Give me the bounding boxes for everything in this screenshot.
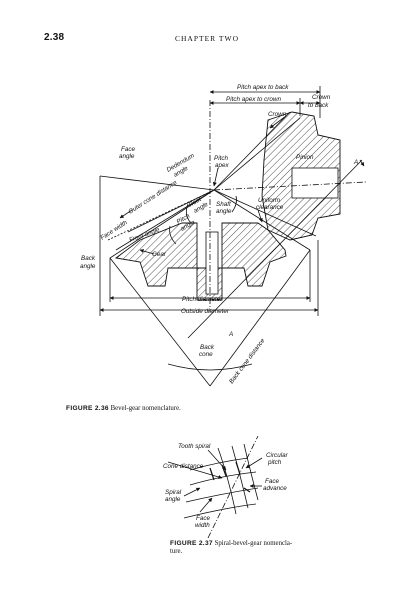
label-face-width-1: Face — [196, 515, 210, 522]
gear-section — [114, 222, 287, 301]
label-crown-to-back-1: Crown — [312, 94, 331, 101]
figure-237-text-2: ture. — [170, 548, 183, 555]
label-tooth-spiral: Tooth spiral — [178, 443, 211, 450]
label-pitch-apex-to-crown: Pitch apex to crown — [226, 96, 281, 103]
running-head: CHAPTER TWO — [175, 34, 239, 43]
label-crown-to-back-2: to back — [308, 102, 329, 109]
label-pitch-apex-to-back: Pitch apex to back — [237, 84, 289, 91]
figure-236-text: Bevel-gear nomenclature. — [110, 405, 181, 412]
label-back-cone-distance: Back cone distance — [228, 337, 267, 385]
label-spiral-angle-1: Spiral — [165, 489, 182, 496]
label-uniform-clearance-1: Uniform — [258, 197, 280, 204]
label-spiral-angle-2: angle — [165, 496, 181, 503]
figure-2-labels: Tooth spiral Circular pitch Cone distanc… — [163, 443, 289, 529]
label-cone-distance: Cone distance — [163, 463, 204, 470]
label-pitch-diameter: Pitch diameter — [182, 296, 223, 303]
figure-236-number: FIGURE 2.36 — [66, 405, 109, 412]
figure-236-caption: FIGURE 2.36 Bevel-gear nomenclature. — [66, 405, 181, 413]
page-number: 2.38 — [44, 32, 65, 43]
label-circular-pitch-1: Circular — [266, 452, 289, 459]
label-outside-diameter: Outside diameter — [181, 308, 230, 315]
label-pinion: Pinion — [296, 154, 314, 161]
label-face-angle-1: Face — [121, 146, 135, 153]
label-crown: Crown — [268, 111, 287, 118]
label-section-a-1: A — [353, 159, 358, 166]
label-outer-cone-distance: Outer cone distance — [127, 179, 178, 216]
label-pitch-apex-2: apex — [215, 162, 230, 169]
label-back-angle-2: angle — [80, 263, 96, 270]
spiral-bevel-diagram — [167, 435, 263, 539]
label-uniform-clearance-2: clearance — [256, 204, 284, 211]
label-face-width: Face width — [99, 219, 129, 242]
label-gear: Gear — [152, 251, 167, 258]
label-pitch-apex-1: Pitch — [214, 155, 228, 162]
label-back-angle-1: Back — [81, 255, 96, 262]
label-back-cone-1: Back — [200, 344, 215, 351]
figure-237-caption: FIGURE 2.37 Spiral-bevel-gear nomencla- … — [170, 540, 310, 556]
label-section-a-2: A — [228, 331, 233, 338]
bevel-gear-diagram — [99, 86, 367, 387]
label-face-width-2: width — [195, 522, 210, 529]
label-face-angle-2: angle — [119, 153, 135, 160]
label-back-cone-2: cone — [199, 351, 213, 358]
label-shaft-angle-2: angle — [216, 208, 232, 215]
label-face-advance-1: Face — [265, 478, 279, 485]
label-face-advance-2: advance — [263, 485, 287, 492]
figure-237-text-1: Spiral-bevel-gear nomencla- — [214, 540, 293, 547]
figure-237-number: FIGURE 2.37 — [170, 540, 213, 547]
label-circular-pitch-2: pitch — [267, 459, 282, 466]
label-shaft-angle-1: Shaft — [216, 201, 231, 208]
